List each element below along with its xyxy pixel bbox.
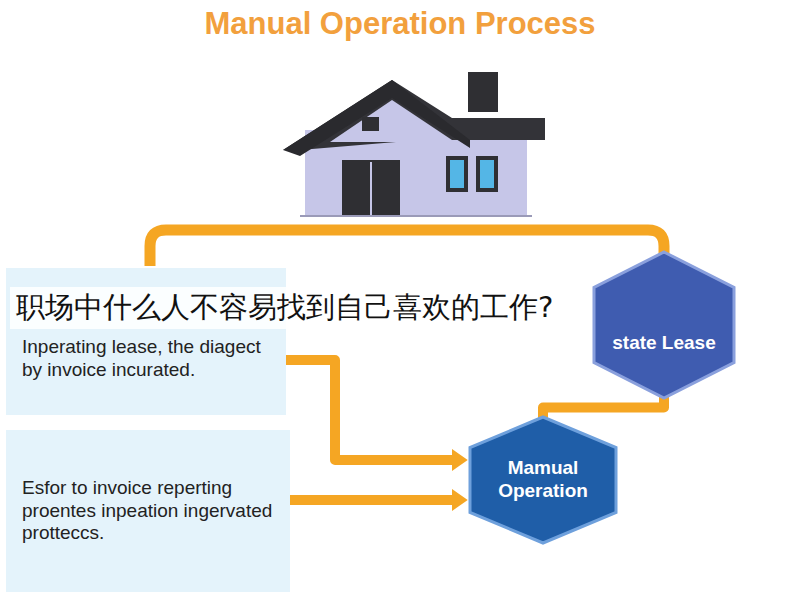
box-text: Esfor to invoice reperting proentes inpe… [22,477,280,545]
hexagon-shape [470,417,616,543]
flow-connector [543,396,664,419]
hexagon-label: Mamual Operation [488,457,598,503]
process-box: Esfor to invoice reperting proentes inpe… [6,430,290,592]
window-glass [480,160,494,188]
hexagon-shape [594,252,734,398]
door-split [370,162,372,216]
chimney [468,72,498,112]
diagram-title: Manual Operation Process [0,6,800,42]
window-frame [446,156,468,192]
gable [330,100,455,142]
hexagon-label: state Lease [612,332,716,355]
process-hexagon: state Lease [592,250,736,400]
process-hexagon: Mamual Operation [468,415,618,545]
box-text: Inperating lease, the diagect by invoice… [22,336,276,382]
hexagon-outline [592,250,736,400]
ground-line [300,215,532,217]
window-glass [450,160,464,188]
flow-connector [286,360,452,460]
flow-connector [290,495,452,505]
roof-edge [283,80,470,156]
feed-line [150,230,664,266]
door [342,160,400,216]
attic-window [362,117,379,131]
overlay-caption: 职场中什么人不容易找到自己喜欢的工作? [10,287,559,329]
window-frame [476,156,498,192]
